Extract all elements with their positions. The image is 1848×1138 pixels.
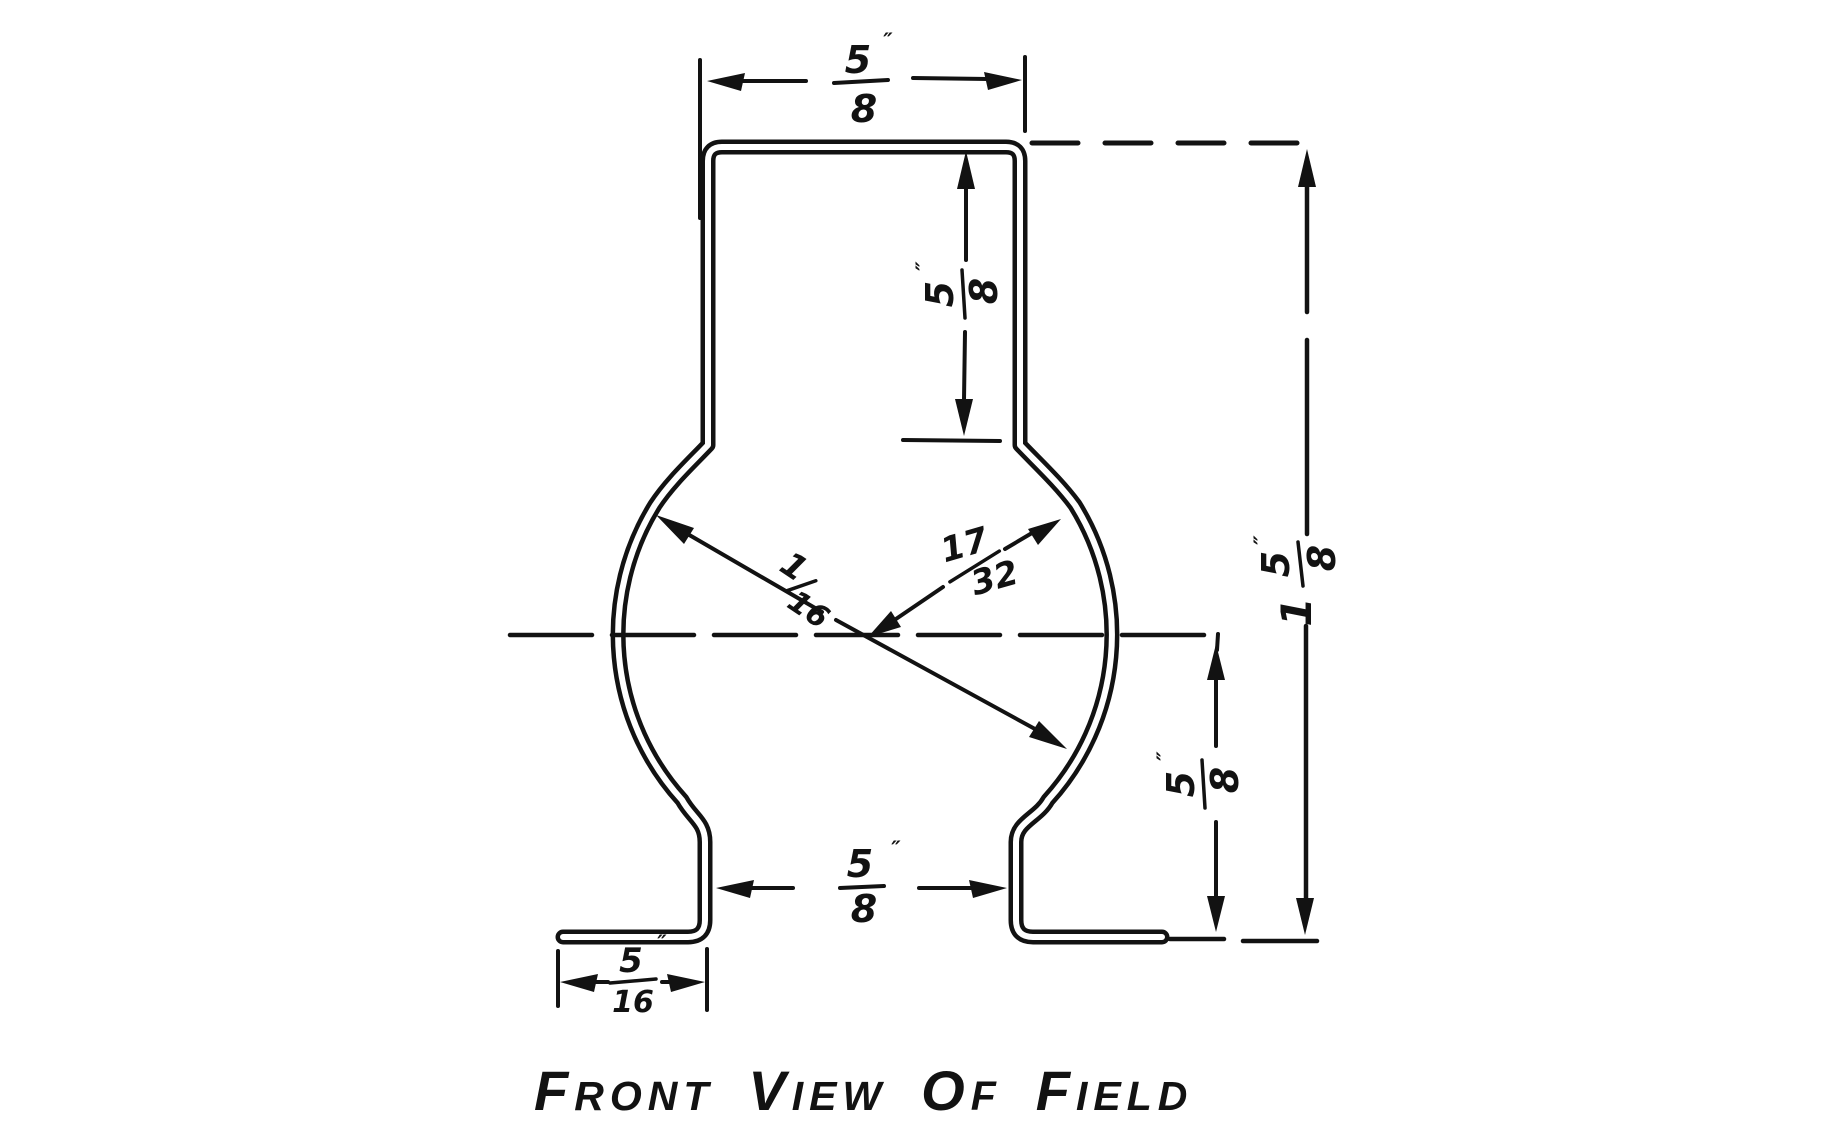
fraction-bar — [1296, 540, 1305, 588]
dim-unit: ″ — [912, 261, 936, 271]
dim-denominator: 8 — [1300, 545, 1344, 571]
dim-numerator: 5 — [847, 842, 873, 886]
dim-stub — [1215, 632, 1220, 652]
arrowhead — [560, 974, 598, 992]
arrowhead — [1207, 644, 1225, 680]
dim-denominator: 16 — [612, 985, 654, 1020]
arrowhead — [1296, 898, 1314, 935]
fraction-bar — [838, 884, 886, 890]
dim-label-rotated: 5 ″ 8 — [1153, 751, 1247, 810]
dim-label-rotated: 17 32 — [936, 520, 1023, 605]
arrowhead — [707, 73, 745, 91]
caption-word: FRONT — [534, 1059, 715, 1122]
dim-numerator: 5 — [1254, 551, 1298, 577]
leader-bore-radius: 17 32 — [868, 519, 1061, 637]
dim-label-rotated: 5 ″ 8 — [912, 261, 1006, 320]
dim-unit: ″ — [1153, 751, 1177, 761]
fraction-bar — [960, 268, 967, 320]
dim-whole: 1 — [1272, 597, 1321, 626]
arrowhead — [984, 72, 1022, 90]
fraction-bar — [948, 549, 1002, 584]
arrowhead — [656, 515, 694, 544]
dim-denominator: 8 — [851, 87, 877, 131]
dim-denominator: 8 — [851, 887, 877, 931]
leader-line — [834, 618, 1037, 731]
arrowhead — [868, 611, 901, 637]
dim-unit: ″ — [657, 931, 667, 955]
fraction-bar — [608, 977, 658, 985]
dim-center-to-bottom: 5 ″ 8 — [1153, 632, 1247, 942]
leader-line — [891, 585, 945, 623]
field-outline-inner-gap — [560, 144, 1165, 940]
field-outline-outer — [555, 139, 1170, 945]
dim-unit: ″ — [891, 837, 901, 861]
dim-label-rotated: 1 5 ″ 8 — [1250, 535, 1344, 627]
arrowhead — [957, 151, 975, 189]
caption-word: VIEW — [748, 1059, 888, 1122]
arrowhead — [1207, 896, 1225, 932]
dim-leg-gap: 5 ″ 8 — [716, 837, 1007, 931]
dim-line — [962, 330, 967, 402]
arrowhead — [1028, 519, 1061, 545]
field-cross-section — [555, 139, 1170, 945]
dim-upper-side-height: 5 ″ 8 — [901, 151, 1006, 443]
fraction-bar — [1200, 758, 1207, 810]
dim-denominator: 8 — [1203, 767, 1247, 793]
drawing-caption: FRONT VIEW OF FIELD — [534, 1058, 1334, 1123]
dim-numerator: 5 — [1159, 771, 1203, 797]
dim-unit: ″ — [883, 29, 893, 53]
dim-numerator: 5 — [918, 281, 962, 307]
dim-denominator: 8 — [962, 278, 1006, 304]
dim-line — [911, 76, 990, 81]
leader-line — [1003, 531, 1034, 551]
arrowhead — [969, 880, 1007, 898]
dim-overall-height: 1 5 ″ 8 — [1240, 149, 1344, 944]
dim-top-width: 5 ″ 8 — [698, 29, 1027, 220]
dim-unit: ″ — [1250, 535, 1274, 545]
caption-word: OF — [921, 1059, 1002, 1122]
dim-numerator: 5 — [619, 941, 643, 981]
dim-foot-length: 5 ″ 16 — [556, 931, 709, 1020]
arrowhead — [955, 399, 973, 436]
arrowhead — [716, 880, 754, 898]
leader-line — [677, 527, 824, 614]
arrowhead — [667, 974, 705, 992]
dim-numerator: 5 — [845, 38, 871, 82]
arrowhead — [1029, 721, 1067, 749]
fraction-bar — [785, 578, 818, 593]
dim-tick — [901, 438, 1002, 443]
arrowhead — [1298, 149, 1316, 187]
fraction-bar — [832, 78, 890, 85]
caption-word: FIELD — [1035, 1059, 1194, 1122]
